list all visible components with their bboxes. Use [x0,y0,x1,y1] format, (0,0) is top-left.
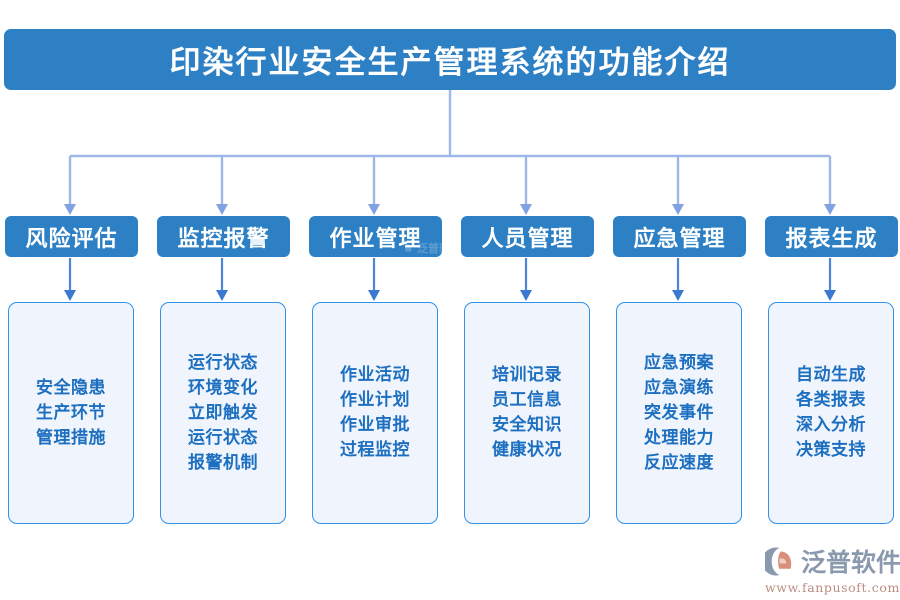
detail-box-emergency-management: 应急预案 应急演练 突发事件 处理能力 反应速度 [616,302,742,524]
category-label: 人员管理 [481,225,574,252]
detail-arrow-head-1 [64,290,76,301]
category-box-report-generation[interactable]: 报表生成 [765,216,898,257]
category-label: 监控报警 [177,225,270,252]
detail-text: 应急预案 应急演练 突发事件 处理能力 反应速度 [644,352,714,473]
detail-arrow-head-3 [368,290,380,301]
page-title-banner: 印染行业安全生产管理系统的功能介绍 [4,29,896,90]
category-label: 报表生成 [785,225,878,252]
detail-box-risk-assessment: 安全隐患 生产环节 管理措施 [8,302,134,524]
detail-box-personnel-management: 培训记录 员工信息 安全知识 健康状况 [464,302,590,524]
detail-arrow-head-4 [520,290,532,301]
fanpu-logo-icon [765,546,792,576]
detail-box-monitoring-alarm: 运行状态 环境变化 立即触发 运行状态 报警机制 [160,302,286,524]
brand-logo: 泛普软件 www.fanpusoft.com [765,543,900,595]
detail-arrow-head-6 [824,290,836,301]
brand-name: 泛普软件 [801,548,900,577]
category-label: 风险评估 [25,225,118,252]
detail-arrow-head-2 [216,290,228,301]
detail-text: 自动生成 各类报表 深入分析 决策支持 [796,365,866,460]
category-box-monitoring-alarm[interactable]: 监控报警 [157,216,290,257]
category-box-risk-assessment[interactable]: 风险评估 [5,216,138,257]
arrow-head-2 [216,204,228,215]
arrow-head-1 [64,204,76,215]
detail-text: 作业活动 作业计划 作业审批 过程监控 [340,365,410,460]
detail-box-report-generation: 自动生成 各类报表 深入分析 决策支持 [768,302,894,524]
category-box-operation-management[interactable]: 作业管理 [309,216,442,257]
category-box-personnel-management[interactable]: 人员管理 [461,216,594,257]
category-label: 作业管理 [329,225,422,252]
category-box-emergency-management[interactable]: 应急管理 [613,216,746,257]
detail-text: 安全隐患 生产环节 管理措施 [36,377,106,448]
brand-url: www.fanpusoft.com [765,580,900,595]
page-title: 印染行业安全生产管理系统的功能介绍 [169,45,731,81]
category-label: 应急管理 [633,225,726,252]
arrow-head-3 [368,204,380,215]
arrow-head-6 [824,204,836,215]
detail-text: 培训记录 员工信息 安全知识 健康状况 [492,365,562,460]
detail-box-operation-management: 作业活动 作业计划 作业审批 过程监控 [312,302,438,524]
detail-arrow-head-5 [672,290,684,301]
brand-logo-row: 泛普软件 [765,543,900,579]
arrow-head-4 [520,204,532,215]
detail-text: 运行状态 环境变化 立即触发 运行状态 报警机制 [188,352,258,473]
arrow-head-5 [672,204,684,215]
